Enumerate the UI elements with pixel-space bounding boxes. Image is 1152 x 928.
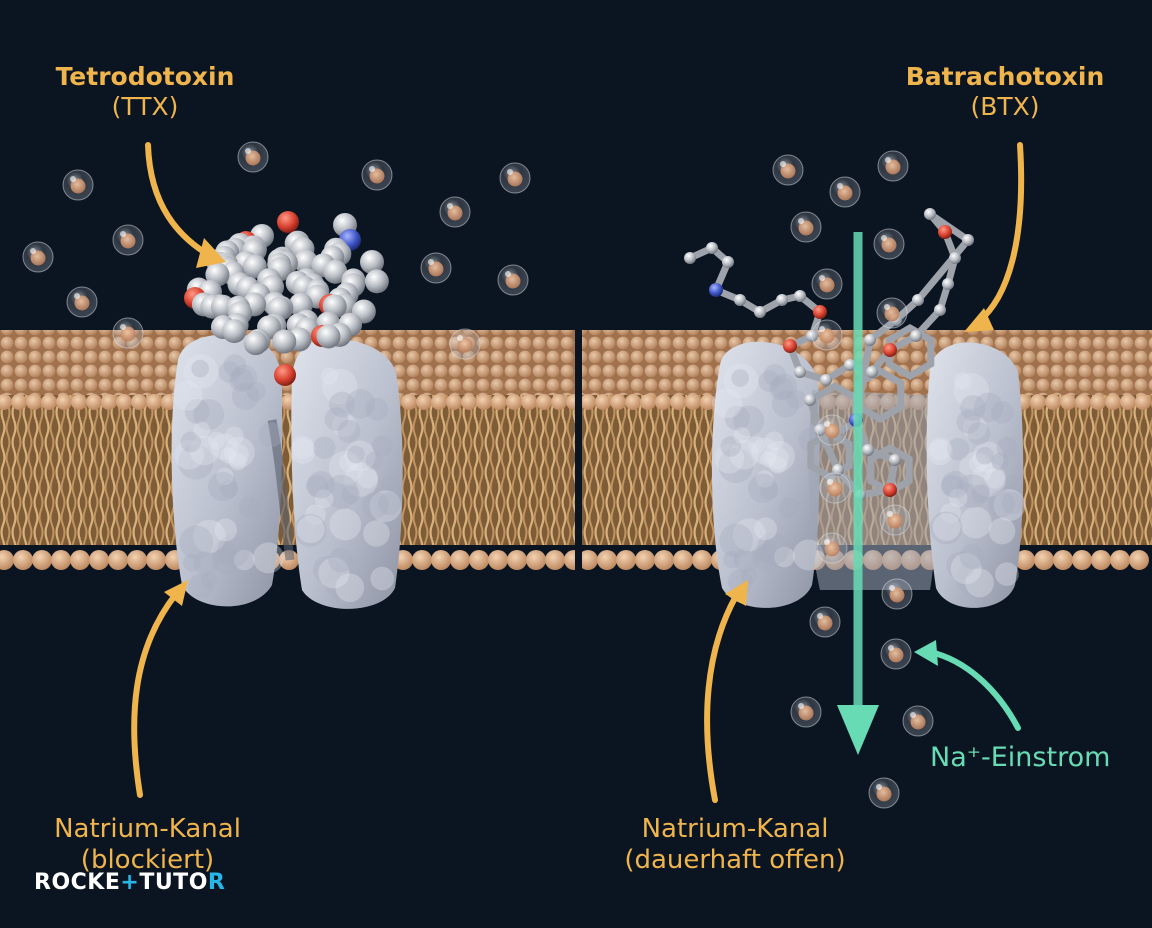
logo-text-2: TUTO — [139, 870, 208, 895]
batrachotoxin-molecule — [684, 208, 974, 501]
btx-pointer-arrow — [975, 142, 1025, 325]
sodium-influx-label: Na⁺-Einstrom — [930, 742, 1111, 773]
right-channel-arrowhead — [725, 580, 748, 606]
ttx-arrowhead — [196, 238, 226, 268]
left-channel-arrowhead — [164, 580, 188, 606]
tetrodotoxin-label: Tetrodotoxin (TTX) — [20, 62, 270, 121]
panel-divider — [575, 325, 582, 590]
logo-text-1: ROCKE — [34, 870, 121, 895]
left-channel-pointer-arrow — [131, 591, 179, 798]
blocked-channel-label: Natrium-Kanal (blockiert) — [20, 814, 275, 875]
right-channel-pointer-arrow — [704, 593, 739, 803]
left-membrane — [0, 330, 584, 570]
sodium-ions — [22, 141, 934, 809]
btx-name: Batrachotoxin — [905, 62, 1105, 91]
tetrodotoxin-molecule — [184, 211, 389, 386]
right-sodium-channel — [711, 341, 1026, 608]
batrachotoxin-label: Batrachotoxin (BTX) — [880, 62, 1130, 121]
btx-arrowhead — [964, 308, 994, 332]
left-sodium-channel — [171, 333, 403, 609]
ttx-abbreviation: (TTX) — [111, 91, 179, 121]
rocketutor-logo: ROCKE+TUTOR — [34, 870, 225, 900]
ttx-name: Tetrodotoxin — [55, 62, 235, 91]
logo-text-3: R — [207, 870, 226, 895]
btx-abbreviation: (BTX) — [970, 91, 1040, 121]
open-channel-title: Natrium-Kanal — [641, 814, 829, 844]
blocked-channel-state: (blockiert) — [80, 844, 215, 875]
influx-arrow — [837, 232, 879, 755]
blocked-channel-title: Natrium-Kanal — [54, 814, 241, 844]
open-channel-label: Natrium-Kanal (dauerhaft offen) — [585, 814, 885, 875]
influx-pointer-arrow — [927, 649, 1021, 731]
logo-plus: + — [120, 870, 140, 895]
influx-pointer-arrowhead — [914, 640, 938, 666]
open-channel-state: (dauerhaft offen) — [624, 844, 846, 875]
